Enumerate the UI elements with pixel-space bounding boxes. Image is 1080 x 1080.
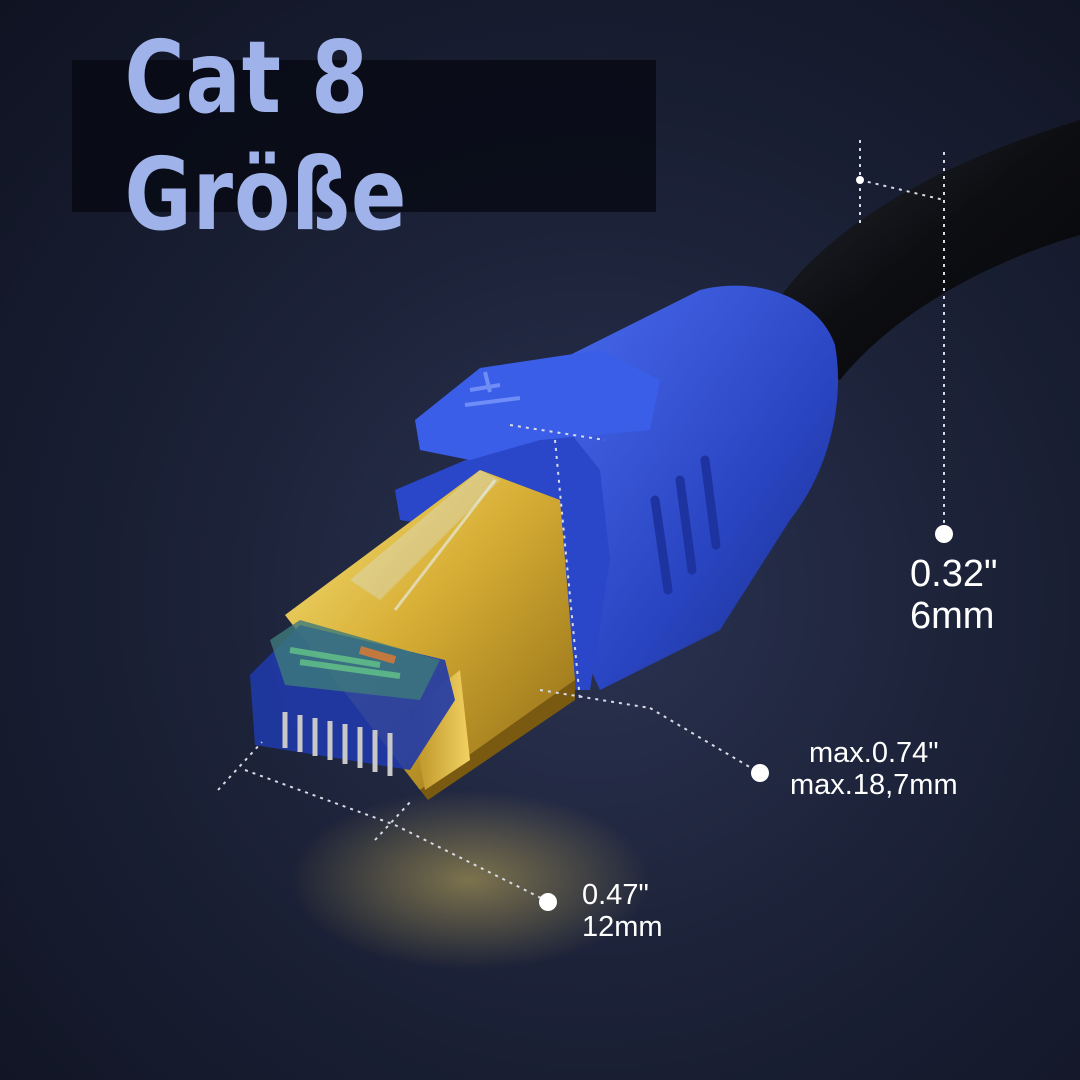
dimension-cable-marker — [856, 176, 864, 184]
cable-diameter-metric: 6mm — [910, 594, 995, 637]
dimension-width-lines — [217, 741, 546, 901]
dimension-height-lines — [509, 424, 759, 773]
cable-diameter-label: 0.32" 6mm — [910, 553, 998, 638]
connector-height-imperial: max.0.74" — [809, 737, 939, 769]
floor-glow — [290, 790, 650, 970]
connector-width-imperial: 0.47" — [582, 879, 649, 911]
dimension-height-dot — [751, 764, 769, 782]
dimension-cable-dot — [935, 525, 953, 543]
connector-boot — [395, 285, 838, 690]
cable-diameter-imperial: 0.32" — [910, 553, 998, 595]
title-banner: Cat 8 Größe — [72, 19, 656, 253]
page-title: Cat 8 Größe — [124, 19, 408, 253]
connector-width-metric: 12mm — [582, 910, 663, 943]
connector-height-metric: max.18,7mm — [790, 768, 958, 801]
connector-height-label: max.0.74" max.18,7mm — [790, 737, 958, 802]
dimension-width-dot — [539, 893, 557, 911]
cable — [760, 120, 1080, 380]
connector-width-label: 0.47" 12mm — [582, 879, 663, 944]
connector-plug — [250, 470, 500, 776]
